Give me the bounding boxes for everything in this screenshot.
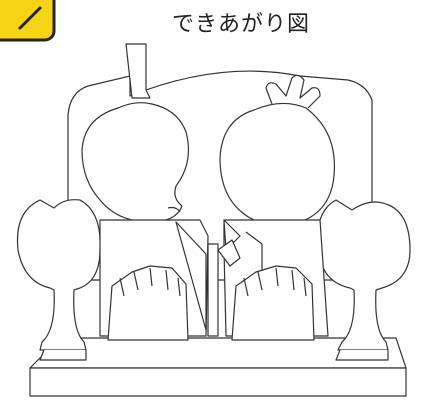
right-doll [219, 74, 336, 341]
left-vase [16, 199, 101, 361]
platform [29, 337, 407, 397]
center-sleeves [207, 239, 241, 337]
left-doll [81, 43, 209, 341]
page-title: できあがり図 [172, 12, 311, 37]
corner-badge [0, 0, 56, 42]
